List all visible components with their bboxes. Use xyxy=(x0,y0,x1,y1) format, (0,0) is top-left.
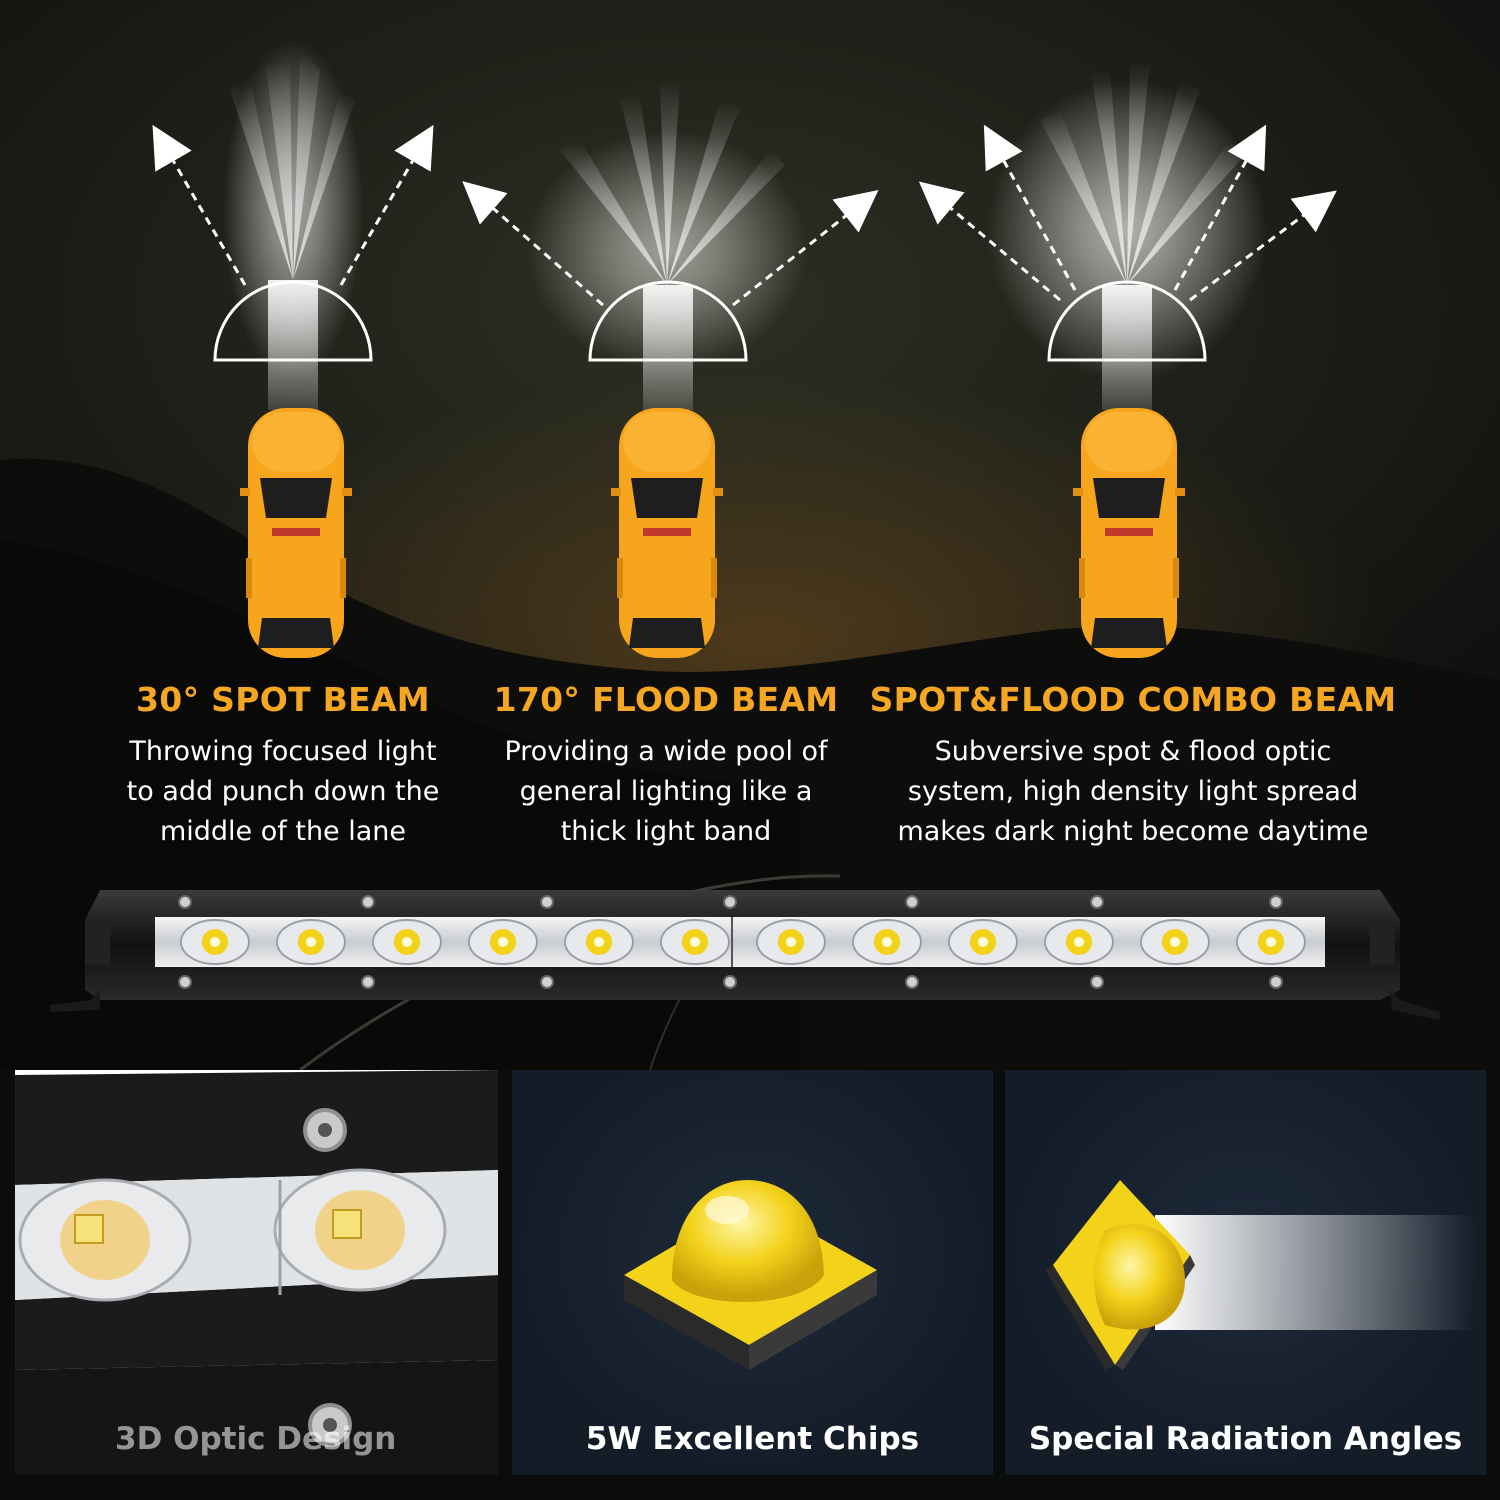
led-lens xyxy=(276,919,346,965)
desc-line: thick light band xyxy=(560,816,772,847)
combo-beam-title: SPOT&FLOOD COMBO BEAM xyxy=(869,680,1397,719)
led-lens xyxy=(660,919,730,965)
screw xyxy=(1269,895,1283,909)
screw xyxy=(361,895,375,909)
feature-label: 3D Optic Design xyxy=(115,1421,397,1457)
screw xyxy=(905,895,919,909)
led-lens xyxy=(1044,919,1114,965)
led-lens xyxy=(468,919,538,965)
desc-line: middle of the lane xyxy=(159,816,407,847)
spot-beam-description: Throwing focused light to add punch down… xyxy=(110,732,456,852)
combo-beam-description: Subversive spot & flood optic system, hi… xyxy=(860,732,1406,852)
car-icon xyxy=(1073,408,1185,658)
screw xyxy=(540,895,554,909)
spot-beam-title: 30° SPOT BEAM xyxy=(136,680,430,719)
radiation-angle-illustration xyxy=(1045,1180,1475,1370)
led-lens xyxy=(756,919,826,965)
flood-beam-title: 170° FLOOD BEAM xyxy=(493,680,839,719)
screw xyxy=(1269,975,1283,989)
screw xyxy=(723,895,737,909)
screw xyxy=(361,975,375,989)
spot-beam-diagram xyxy=(152,40,434,658)
light-bar-icon xyxy=(50,890,1440,1020)
led-chip-icon xyxy=(624,1180,877,1370)
flood-beam-description: Providing a wide pool of general lightin… xyxy=(480,732,852,852)
feature-label: Special Radiation Angles xyxy=(1028,1421,1463,1457)
desc-line: makes dark night become daytime xyxy=(897,816,1369,847)
optic-design-panel: 3D Optic Design xyxy=(15,1070,498,1475)
screw xyxy=(1090,975,1104,989)
desc-line: system, high density light spread xyxy=(907,776,1359,807)
chip-panel: 5W Excellent Chips xyxy=(512,1070,993,1475)
desc-line: Subversive spot & flood optic xyxy=(934,736,1332,767)
led-lens xyxy=(852,919,922,965)
screw xyxy=(178,975,192,989)
desc-line: general lighting like a xyxy=(519,776,813,807)
led-lens xyxy=(1236,919,1306,965)
desc-line: to add punch down the xyxy=(126,776,440,807)
desc-line: Providing a wide pool of xyxy=(504,736,828,767)
led-lens xyxy=(180,919,250,965)
screw xyxy=(905,975,919,989)
screw xyxy=(540,975,554,989)
optic-closeup-image xyxy=(15,1070,498,1475)
led-lens xyxy=(1140,919,1210,965)
car-icon xyxy=(611,408,723,658)
combo-beam-diagram xyxy=(918,60,1337,658)
car-icon xyxy=(240,408,352,658)
desc-line: Throwing focused light xyxy=(129,736,437,767)
led-lens xyxy=(372,919,442,965)
flood-beam-diagram xyxy=(462,80,879,658)
screw xyxy=(178,895,192,909)
screw xyxy=(1090,895,1104,909)
led-lens xyxy=(948,919,1018,965)
screw xyxy=(723,975,737,989)
beam-diagrams xyxy=(152,40,1337,658)
led-lens xyxy=(564,919,634,965)
radiation-angle-panel: Special Radiation Angles xyxy=(1005,1070,1486,1475)
feature-label: 5W Excellent Chips xyxy=(585,1421,920,1457)
